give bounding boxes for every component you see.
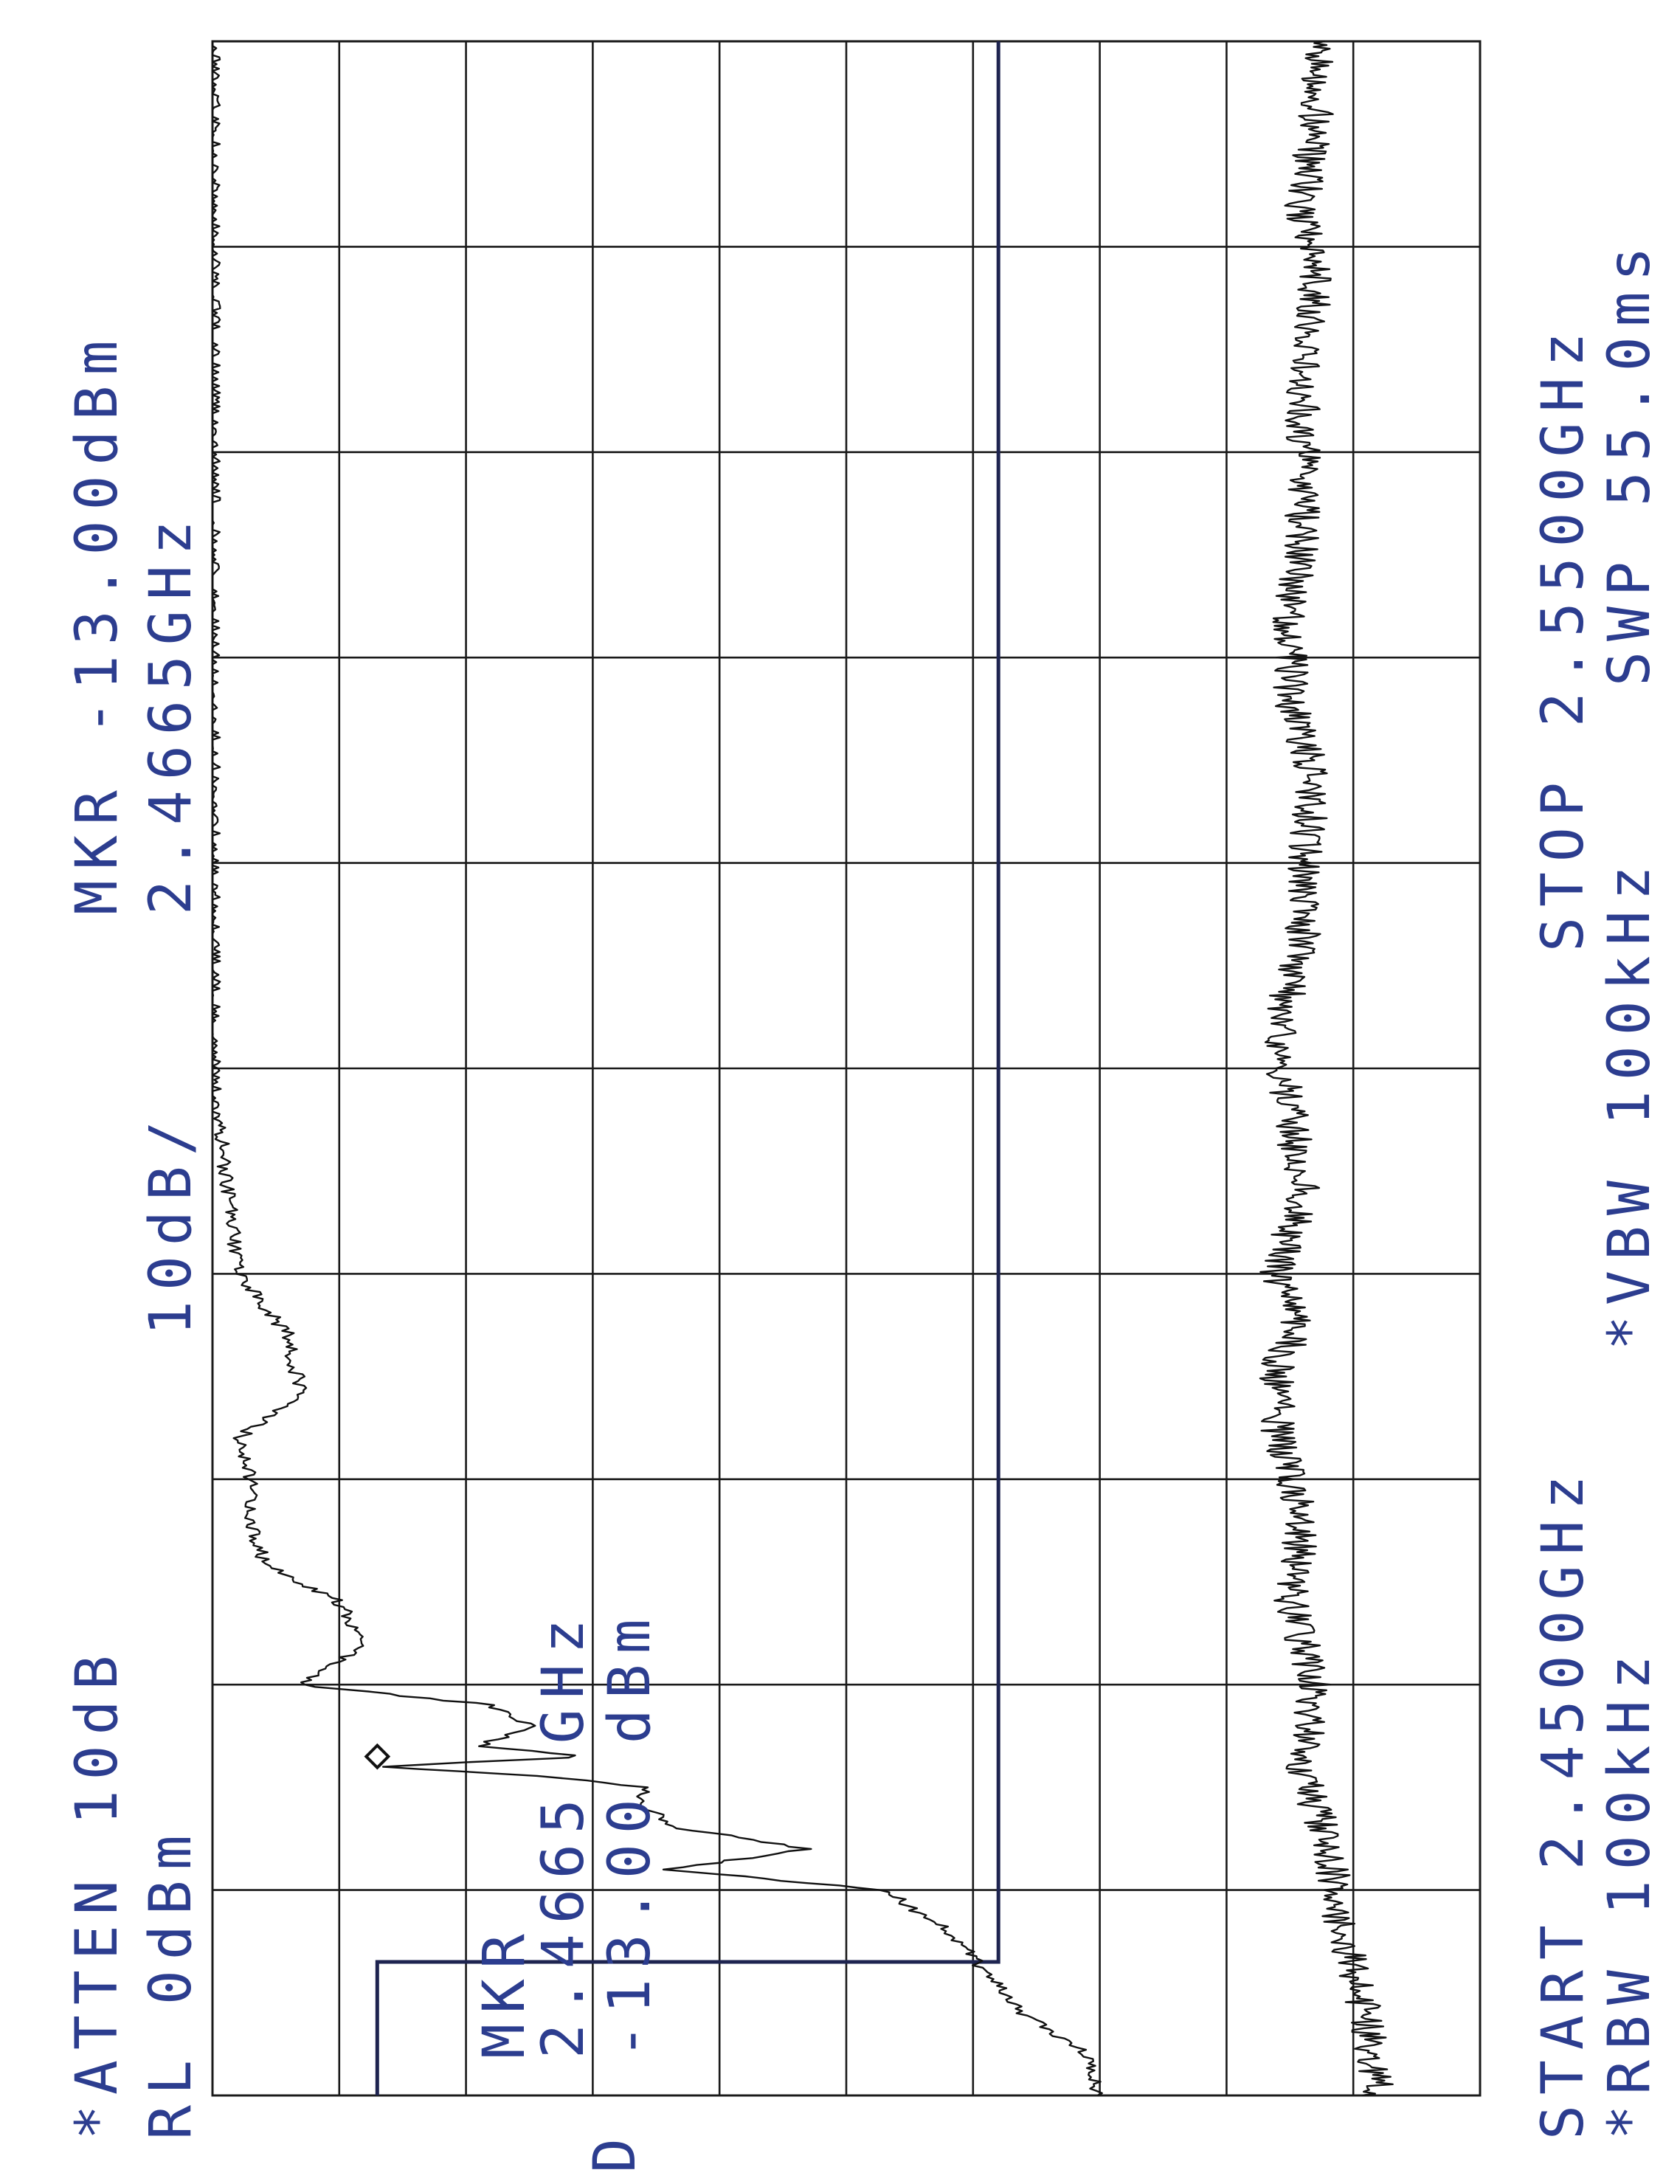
marker-box-level: -13.00 dBm [597, 1608, 663, 2059]
vbw-label: *VBW 100kHz [1597, 855, 1663, 1350]
atten-label: *ATTEN 10dB [64, 1645, 131, 2140]
marker-readout-freq: 2.4665GHz [138, 510, 204, 915]
plot-frame [211, 40, 1482, 2097]
scale-label: 10dB/ [138, 1110, 204, 1335]
grid [212, 41, 1480, 2095]
marker-box-title: MKR [471, 1924, 538, 2059]
rbw-label: *RBW 100kHz [1597, 1645, 1663, 2140]
marker-readout-level: MKR -13.00dBm [64, 331, 131, 915]
stop-freq-label: STOP 2.5500GHz [1530, 322, 1597, 952]
marker-diamond-icon [364, 1743, 391, 1770]
spectrum-trace [211, 41, 1103, 2097]
detector-label: D [582, 2128, 649, 2173]
sweep-time-label: SWP 55.0ms [1597, 236, 1663, 686]
start-freq-label: START 2.4500GHz [1530, 1465, 1597, 2140]
noise-floor-trace [1259, 40, 1394, 2097]
ref-level-label: RL 0dBm [138, 1825, 204, 2140]
limit-line [375, 41, 1000, 2095]
marker-box-freq: 2.4665 GHz [530, 1608, 597, 2059]
